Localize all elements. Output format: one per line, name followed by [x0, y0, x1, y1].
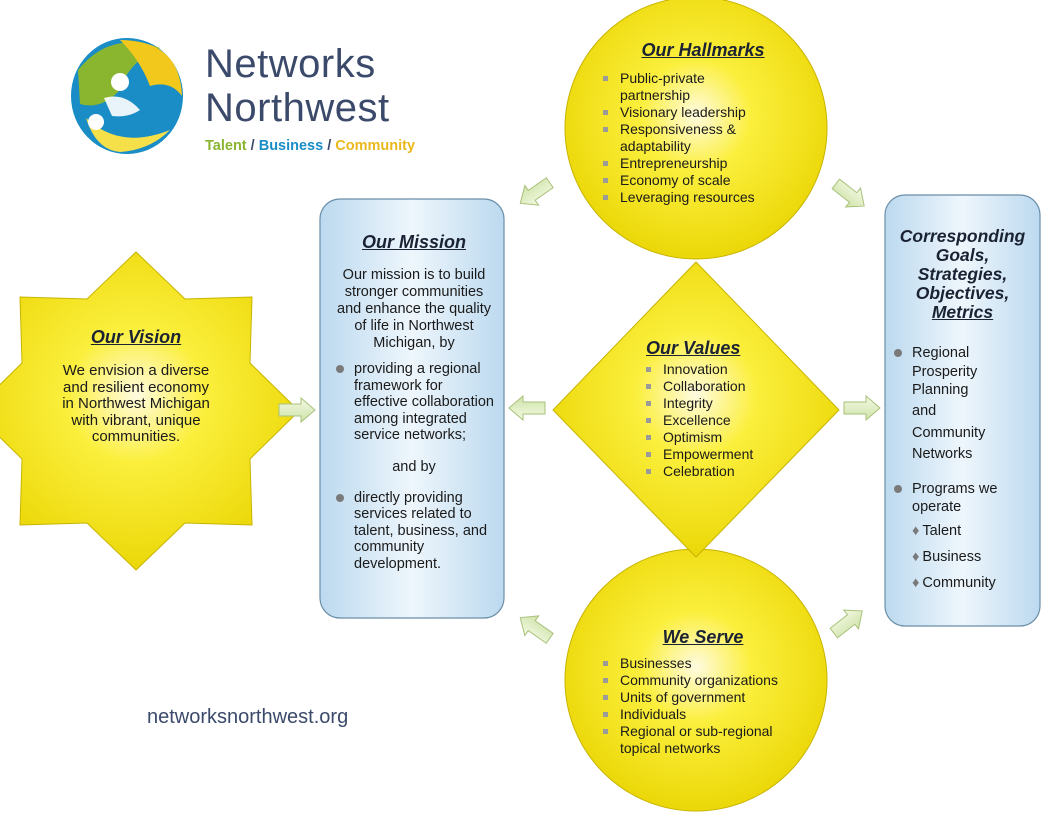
- vision-text: We envision a diverse and resilient econ…: [62, 362, 210, 445]
- goals-bullets: Regional Prosperity Planning and Communi…: [890, 344, 1035, 592]
- goals-bullet-dot-1: [894, 349, 902, 357]
- mission-intro: Our mission is to build stronger communi…: [337, 267, 491, 351]
- tagline-business: Business: [258, 138, 324, 154]
- goals-section: Corresponding Goals, Strategies, Objecti…: [890, 227, 1035, 592]
- vision-section: Our Vision We envision a diverse and res…: [56, 327, 216, 446]
- goals-bullet-rpp: Regional Prosperity Planning: [912, 345, 978, 398]
- values-heading: Our Values: [646, 338, 741, 358]
- tagline-talent: Talent: [205, 138, 247, 154]
- tagline-sep1: /: [250, 138, 255, 154]
- mission-bullet-services: directly providing services related to t…: [334, 490, 494, 573]
- values-item-3: Integrity: [646, 395, 766, 412]
- serve-item-3: Units of government: [603, 689, 793, 706]
- goals-heading-line1: Corresponding: [899, 226, 1026, 246]
- hallmarks-item-4: Entrepreneurship: [603, 155, 763, 172]
- serve-item-4: Individuals: [603, 706, 793, 723]
- goals-heading-line5: Metrics: [931, 302, 994, 322]
- tagline-community: Community: [335, 138, 416, 154]
- hallmarks-item-1: Public-private partnership: [603, 70, 763, 104]
- logo-mark: [71, 38, 183, 154]
- mission-box-shape: [319, 198, 505, 619]
- values-item-4: Excellence: [646, 412, 766, 429]
- goals-heading-line3: Strategies,: [917, 264, 1008, 284]
- arrow-serve-to-mission: [512, 607, 558, 649]
- hallmarks-item-6: Leveraging resources: [603, 189, 763, 206]
- serve-item-2: Community organizations: [603, 672, 793, 689]
- program-item-talent: ♦Talent: [912, 522, 1035, 540]
- values-diamond-shape: [552, 261, 840, 558]
- goals-bullet-and: and: [912, 402, 937, 419]
- program-label: Community: [922, 574, 996, 591]
- mission-bullet-framework: providing a regional framework for effec…: [334, 361, 494, 444]
- logo-tagline: Talent / Business / Community: [205, 138, 415, 154]
- website-url: networksnorthwest.org: [147, 706, 349, 728]
- goals-bullet-community-networks: Community Networks: [912, 424, 986, 462]
- programs-list: ♦Talent♦Business♦Community: [894, 522, 1035, 592]
- arrow-hallmarks-to-mission: [512, 172, 558, 214]
- program-label: Talent: [922, 522, 962, 539]
- diamond-bullet-icon: ♦: [912, 548, 920, 565]
- goals-bullet-programs: Programs we operate: [912, 480, 998, 515]
- hallmarks-item-5: Economy of scale: [603, 172, 763, 189]
- mission-heading: Our Mission: [361, 232, 466, 252]
- values-item-6: Empowerment: [646, 446, 766, 463]
- hallmarks-item-2: Visionary leadership: [603, 104, 763, 121]
- values-item-1: Innovation: [646, 361, 766, 378]
- serve-heading: We Serve: [662, 627, 744, 647]
- arrow-values-to-mission: [508, 395, 546, 421]
- goals-bullet-dot-2: [894, 484, 902, 493]
- values-item-5: Optimism: [646, 429, 766, 446]
- vision-heading: Our Vision: [90, 327, 182, 347]
- arrow-values-to-goals: [843, 395, 881, 421]
- diamond-bullet-icon: ♦: [912, 574, 920, 591]
- goals-heading: Corresponding Goals, Strategies, Objecti…: [890, 227, 1035, 322]
- tagline-sep2: /: [327, 138, 332, 154]
- goals-heading-line2: Goals,: [935, 245, 990, 265]
- serve-item-1: Businesses: [603, 655, 793, 672]
- arrow-hallmarks-to-goals: [827, 173, 873, 217]
- values-item-2: Collaboration: [646, 378, 766, 395]
- program-item-community: ♦Community: [912, 574, 1035, 592]
- serve-item-5: Regional or sub-regional topical network…: [603, 723, 793, 757]
- hallmarks-section: Our Hallmarks Public-private partnership…: [603, 40, 803, 206]
- arrow-serve-to-goals: [825, 600, 871, 644]
- logo-line1: Networks: [205, 42, 376, 86]
- goals-box-shape: [884, 194, 1041, 627]
- program-item-business: ♦Business: [912, 548, 1035, 566]
- hallmarks-circle-shape: [564, 0, 828, 260]
- mission-and-by: and by: [392, 458, 436, 475]
- program-label: Business: [922, 548, 982, 565]
- hallmarks-item-3: Responsiveness & adaptability: [603, 121, 763, 155]
- diamond-bullet-icon: ♦: [912, 522, 920, 539]
- mission-section: Our Mission Our mission is to build stro…: [334, 232, 494, 572]
- goals-heading-line4: Objectives,: [915, 283, 1010, 303]
- vision-star-shape: [0, 251, 300, 571]
- values-item-7: Celebration: [646, 463, 766, 480]
- logo-line2: Northwest: [205, 86, 390, 130]
- hallmarks-heading: Our Hallmarks: [641, 40, 765, 60]
